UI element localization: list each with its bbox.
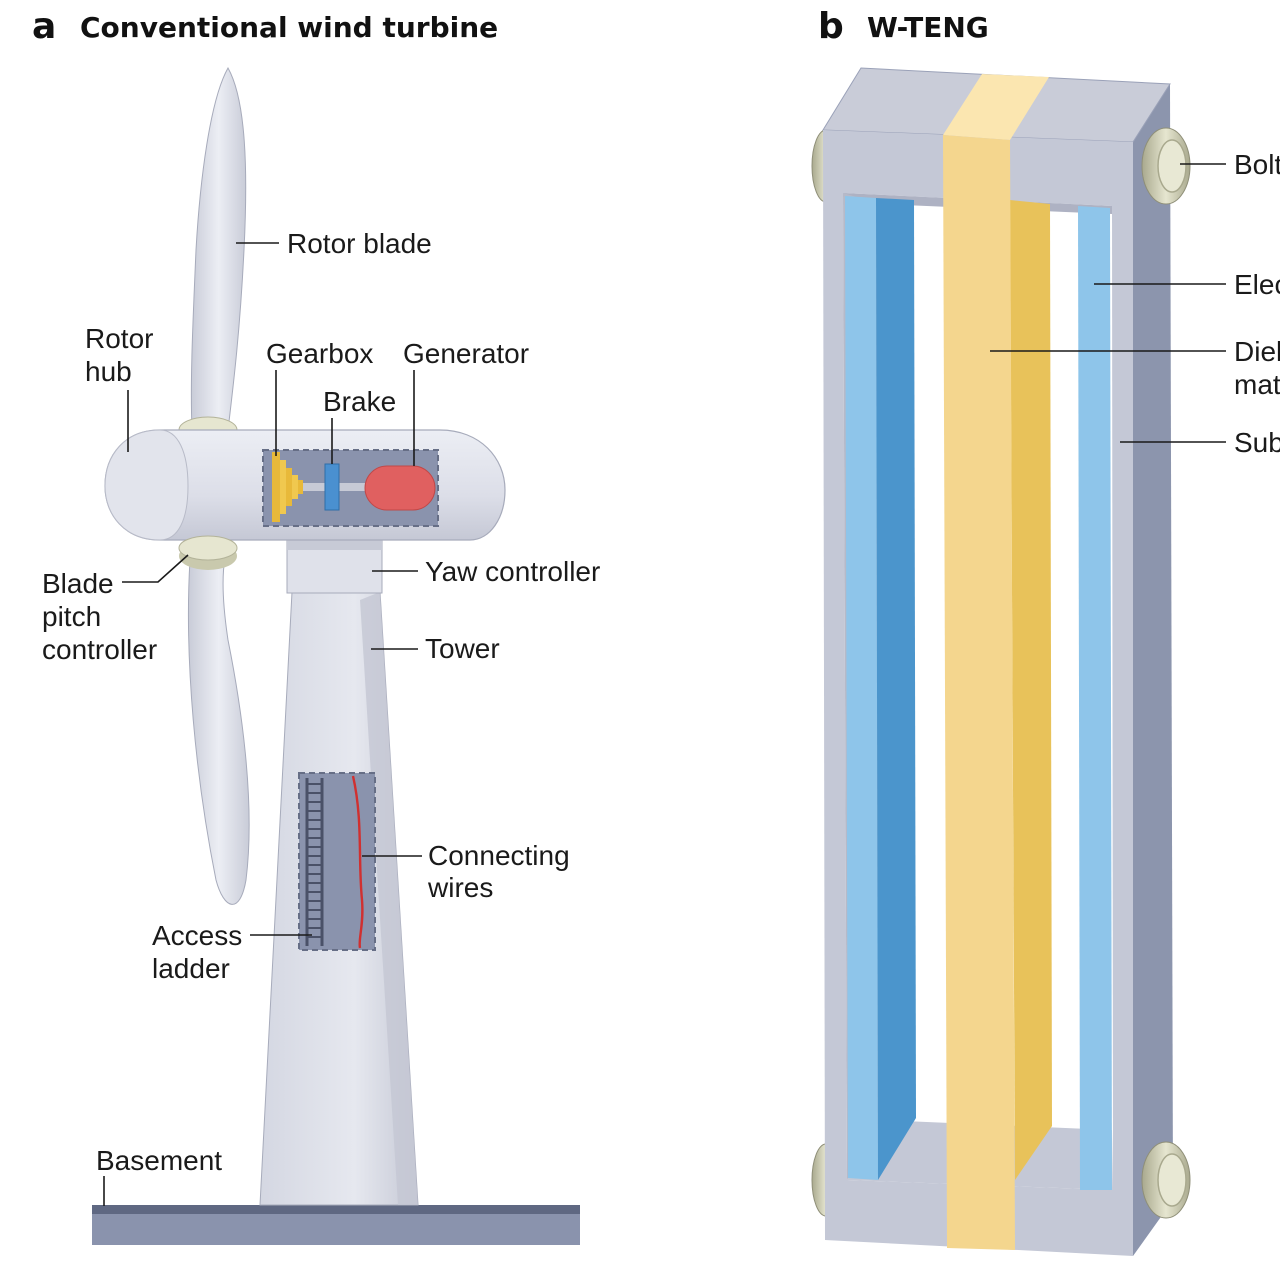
label-yaw-controller: Yaw controller — [425, 556, 600, 587]
panel-b-title: W-TENG — [867, 11, 989, 44]
panel-a-title: Conventional wind turbine — [80, 11, 498, 44]
electrode-left — [845, 196, 916, 1180]
panel-b-labels: Bolt Elec Diel mat Sub — [1234, 149, 1280, 458]
bolt-right-top — [1141, 127, 1191, 205]
label-dielectric-line1: Diel — [1234, 336, 1280, 367]
label-electrode: Elec — [1234, 269, 1280, 300]
rotor-blade-upper — [190, 66, 247, 431]
label-blade-pitch-line2: pitch — [42, 601, 101, 632]
panel-a: a Conventional wind turbine — [32, 6, 600, 1245]
label-bolt: Bolt — [1234, 149, 1280, 180]
panel-a-letter: a — [32, 6, 56, 47]
rotor-hub — [104, 429, 189, 541]
panel-a-leaders — [103, 242, 422, 1206]
generator — [364, 465, 436, 511]
basement — [92, 1205, 580, 1245]
label-connecting-wires-line1: Connecting — [428, 840, 570, 871]
label-generator: Generator — [403, 338, 529, 369]
brake — [324, 463, 340, 511]
label-dielectric-line2: mat — [1234, 369, 1280, 400]
label-blade-pitch-line1: Blade — [42, 568, 114, 599]
label-substrate: Sub — [1234, 427, 1280, 458]
panel-b-letter: b — [818, 6, 844, 47]
yaw-controller — [286, 539, 383, 594]
drivetrain-cutaway — [262, 449, 439, 527]
connecting-wire — [351, 775, 364, 949]
blade-pitch-ring-lower — [178, 535, 238, 570]
panel-b-leaders — [990, 163, 1226, 443]
label-rotor-blade: Rotor blade — [287, 228, 432, 259]
gearbox — [272, 452, 303, 522]
label-gearbox: Gearbox — [266, 338, 373, 369]
label-access-ladder-line1: Access — [152, 920, 242, 951]
dielectric-material — [943, 74, 1052, 1250]
panel-a-labels: Rotor blade Rotor hub Gearbox Generator … — [42, 228, 600, 1176]
label-rotor-hub-line2: hub — [85, 356, 132, 387]
label-access-ladder-line2: ladder — [152, 953, 230, 984]
access-ladder — [305, 778, 324, 946]
panel-b: b W-TENG — [811, 6, 1280, 1256]
label-blade-pitch-line3: controller — [42, 634, 157, 665]
label-connecting-wires-line2: wires — [427, 872, 493, 903]
tower-cutaway — [298, 772, 376, 951]
bolt-right-bottom — [1141, 1141, 1191, 1219]
electrode-right — [1078, 206, 1112, 1190]
rotor-blade-lower — [187, 557, 250, 905]
label-tower: Tower — [425, 633, 500, 664]
label-rotor-hub-line1: Rotor — [85, 323, 153, 354]
label-brake: Brake — [323, 386, 396, 417]
label-basement: Basement — [96, 1145, 222, 1176]
